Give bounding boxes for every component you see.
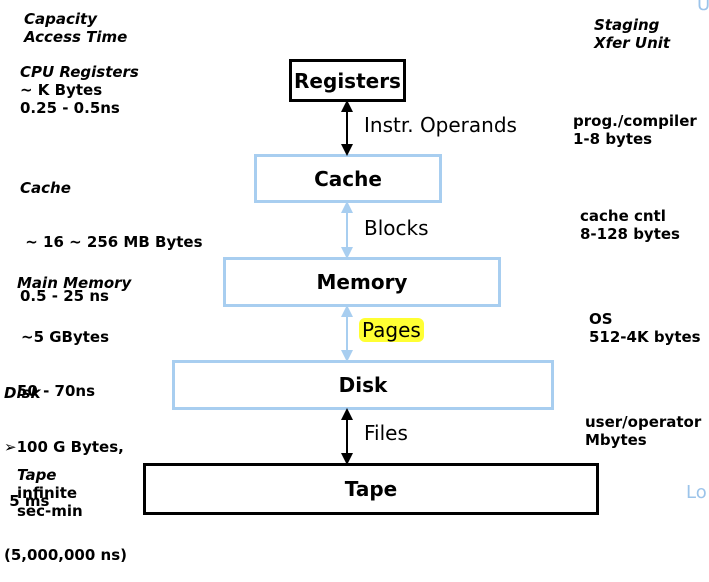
cache-capacity: Cache ~ 16 ~ 256 MB Bytes 0.5 - 25 ns (20, 179, 203, 305)
cache-staging: cache cntl 8-128 bytes (580, 207, 680, 243)
tape-box: Tape (143, 463, 599, 515)
connector-files: Files (364, 421, 408, 445)
disk-staging: user/operator Mbytes (585, 413, 702, 449)
registers-label: Registers (294, 68, 401, 93)
edge-text-top: U (697, 0, 709, 15)
tape-label: Tape (344, 477, 398, 501)
disk-label: Disk (338, 373, 388, 397)
cache-label: Cache (314, 166, 382, 191)
memory-staging: OS 512-4K bytes (589, 310, 701, 346)
memory-box: Memory (223, 257, 501, 307)
pages-highlight: Pages (359, 318, 424, 342)
connector-instr-operands: Instr. Operands (364, 113, 517, 137)
connector-blocks: Blocks (364, 216, 429, 240)
tape-capacity: Tape infinite sec-min (17, 466, 83, 520)
registers-capacity: CPU Registers ~ K Bytes 0.25 - 0.5ns (20, 63, 139, 117)
edge-text-bottom: Lo (686, 482, 707, 503)
capacity-header: Capacity Access Time (24, 10, 128, 46)
staging-header: Staging Xfer Unit (594, 16, 671, 52)
arrows-layer (341, 100, 353, 465)
disk-box: Disk (172, 360, 554, 410)
memory-label: Memory (316, 270, 408, 294)
connector-pages: Pages (359, 318, 424, 342)
memory-capacity: Main Memory ~5 GBytes 50 - 70ns (17, 274, 132, 400)
registers-staging: prog./compiler 1-8 bytes (573, 112, 697, 148)
